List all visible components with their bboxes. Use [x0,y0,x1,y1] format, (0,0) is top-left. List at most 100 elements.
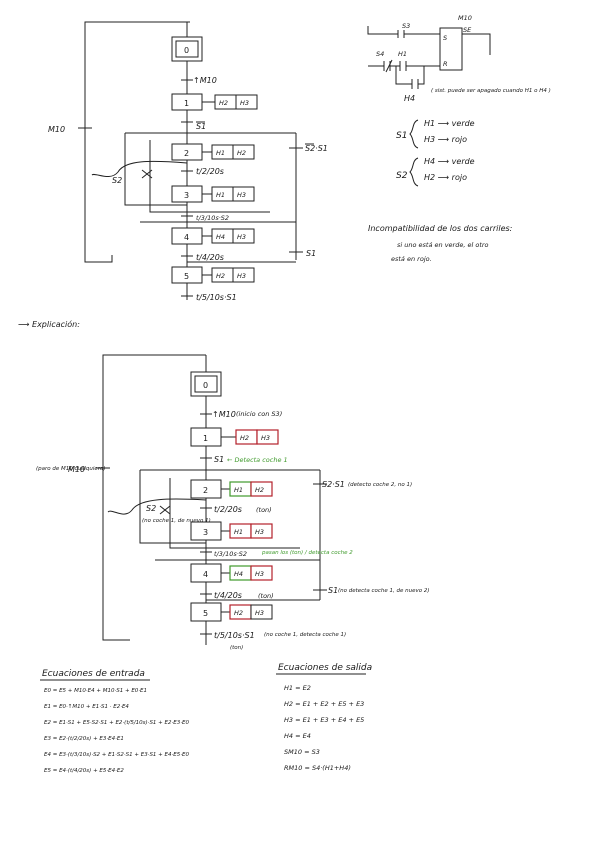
svg-text:H2: H2 [216,272,225,280]
svg-text:Ecuaciones de entrada: Ecuaciones de entrada [42,669,145,679]
svg-text:(no detecta coche 1, de nuevo: (no detecta coche 1, de nuevo 2) [338,588,429,594]
svg-text:R: R [443,60,448,68]
top-t23: t/2/20s [196,167,224,176]
svg-text:H4: H4 [234,570,243,578]
svg-text:S2: S2 [396,171,408,181]
top-t5: t/5/10s·S1 [196,293,237,302]
svg-text:S4: S4 [376,50,384,58]
svg-text:2: 2 [203,486,208,495]
svg-text:H3: H3 [237,233,246,241]
svg-text:H3 = E1 + E3 + E4 + E5: H3 = E1 + E3 + E4 + E5 [284,716,364,724]
svg-text:(no coche 1, de nuevo 1): (no coche 1, de nuevo 1) [142,518,211,524]
svg-text:RM10 = S4·(H1+H4): RM10 = S4·(H1+H4) [284,764,351,772]
grafcet-top: M10 0 ↑M10 1 H2 H3 S1 S2·S1 2 H1 [48,21,328,302]
svg-text:E0 = E5 + M10·E4 + M10·S1 + E0: E0 = E5 + M10·E4 + M10·S1 + E0·E1 [44,688,147,694]
svg-text:H1: H1 [234,486,243,494]
svg-text:H3: H3 [255,528,264,536]
svg-text:H2 = E1 + E2 + E5 + E3: H2 = E1 + E2 + E5 + E3 [284,700,364,708]
svg-text:M10: M10 [458,14,472,22]
svg-text:S: S [443,34,447,42]
svg-text:Incompatibilidad de los dos ca: Incompatibilidad de los dos carriles: [368,224,513,233]
svg-text:E1 = E0·↑M10 + E1·S1 · E2·E4: E1 = E0·↑M10 + E1·S1 · E2·E4 [44,703,129,710]
svg-text:4: 4 [203,570,208,579]
svg-text:H1: H1 [398,50,407,58]
svg-text:3: 3 [184,191,189,200]
svg-text:S3: S3 [402,22,410,30]
svg-text:H2: H2 [237,149,246,157]
top-t45: t/4/20s [196,253,224,262]
light-legend: S1 H1 ⟶ verde H3 ⟶ rojo S2 H4 ⟶ verde H2… [396,119,475,187]
svg-text:(no coche 1, detecta coche 1): (no coche 1, detecta coche 1) [264,632,346,638]
top-s1: S1 [306,249,316,258]
svg-text:H3: H3 [255,570,264,578]
svg-text:5: 5 [184,272,189,281]
svg-text:H1: H1 [216,191,225,199]
svg-text:H3: H3 [237,272,246,280]
top-s2: S2 [112,176,122,185]
svg-text:5: 5 [203,609,208,618]
top-return-line [84,21,190,263]
svg-text:(inicio con S3): (inicio con S3) [236,410,282,418]
top-t12: S1 [196,122,206,131]
svg-text:H2: H2 [219,99,228,107]
svg-text:H1 = E2: H1 = E2 [284,684,311,692]
svg-text:M10: M10 [68,465,85,474]
svg-text:H4: H4 [404,94,415,103]
svg-text:H3 ⟶ rojo: H3 ⟶ rojo [424,135,467,144]
svg-text:H3: H3 [255,609,264,617]
svg-text:H3: H3 [240,99,249,107]
svg-text:(detecto coche 2, no 1): (detecto coche 2, no 1) [348,482,412,488]
svg-text:3: 3 [203,528,208,537]
svg-text:S2·S1: S2·S1 [322,480,345,489]
svg-text:S1: S1 [214,455,224,464]
svg-text:← Detecta coche 1: ← Detecta coche 1 [227,456,288,464]
grafcet-bottom: M10 (paro de M10 cualquiera) 0 ↑M10 (ini… [36,354,429,651]
svg-text:0: 0 [184,46,189,55]
svg-text:(ton): (ton) [230,645,243,651]
svg-text:S1: S1 [328,586,338,595]
svg-text:4: 4 [184,233,189,242]
incompat-note: Incompatibilidad de los dos carriles: si… [368,224,513,263]
svg-text:H2: H2 [255,486,264,494]
svg-text:0: 0 [203,381,208,390]
svg-text:H2: H2 [234,609,243,617]
svg-text:H4: H4 [216,233,225,241]
top-s2s1: S2·S1 [305,144,328,153]
svg-text:H2 ⟶ rojo: H2 ⟶ rojo [424,173,467,182]
svg-text:(paro de M10 cualquiera): (paro de M10 cualquiera) [36,466,106,472]
input-equations: Ecuaciones de entrada E0 = E5 + M10·E4 +… [40,669,189,774]
svg-text:t/3/10s·S2: t/3/10s·S2 [214,550,247,558]
svg-text:(ton): (ton) [256,506,272,514]
output-equations: Ecuaciones de salida H1 = E2 H2 = E1 + E… [276,663,372,772]
svg-text:t/4/20s: t/4/20s [214,591,242,600]
svg-text:SE: SE [463,26,472,34]
svg-text:(ton): (ton) [258,592,274,600]
top-t01: ↑M10 [193,76,217,85]
svg-text:S2: S2 [146,504,156,513]
svg-text:H2: H2 [240,434,249,442]
svg-text:1: 1 [203,434,208,443]
sr-block [439,27,463,71]
svg-text:t/5/10s·S1: t/5/10s·S1 [214,631,255,640]
svg-text:E4 = E3·(t/3/10s)·S2 + E1·S2·S: E4 = E3·(t/3/10s)·S2 + E1·S2·S1 + E3·S1 … [44,752,189,758]
svg-text:t/2/20s: t/2/20s [214,505,242,514]
svg-text:H4 ⟶ verde: H4 ⟶ verde [424,157,475,166]
svg-text:↑M10: ↑M10 [212,410,236,419]
svg-text:si uno está en verde, el otro: si uno está en verde, el otro [397,241,489,249]
svg-text:H3: H3 [237,191,246,199]
svg-text:está en rojo.: está en rojo. [391,255,432,263]
svg-text:H4 = E4: H4 = E4 [284,732,311,740]
svg-text:H1: H1 [234,528,243,536]
svg-text:1: 1 [184,99,189,108]
svg-text:H1 ⟶ verde: H1 ⟶ verde [424,119,475,128]
svg-text:Ecuaciones de salida: Ecuaciones de salida [278,663,372,673]
svg-text:2: 2 [184,149,189,158]
top-label-m10: M10 [48,125,65,134]
svg-text:H1: H1 [216,149,225,157]
svg-text:H3: H3 [261,434,270,442]
svg-text:SM10 = S3: SM10 = S3 [284,748,320,756]
svg-text:E3 = E2·(t/2/20s) + E3·E4·E1: E3 = E2·(t/2/20s) + E3·E4·E1 [44,736,124,742]
top-t34: t/3/10s·S2 [196,214,229,222]
explicacion-label: ⟶ Explicación: [18,319,80,329]
ladder-circuit: S3 M10 SE S R S4 H1 H4 ( sist. puede ser… [367,14,551,103]
